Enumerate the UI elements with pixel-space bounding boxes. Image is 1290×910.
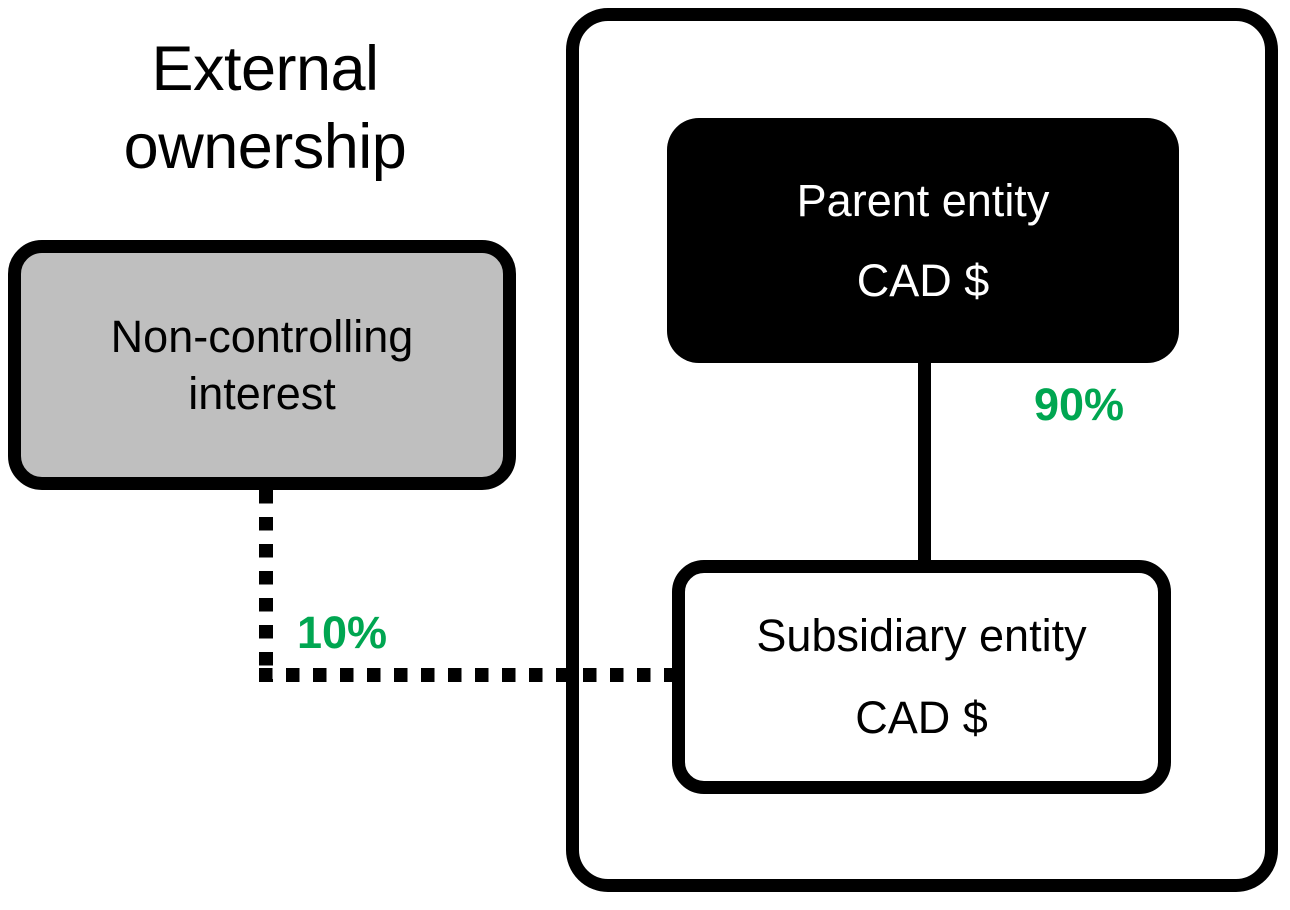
- page-title: External ownership: [123, 34, 407, 182]
- non-controlling-interest-label-line1: Non-controlling: [110, 311, 414, 362]
- connector-parent-to-subsidiary: [918, 358, 931, 566]
- ownership-percent-parent: 90%: [1034, 379, 1125, 430]
- parent-entity-box[interactable]: Parent entity CAD $: [667, 118, 1179, 363]
- non-controlling-interest-label-line2: interest: [188, 368, 336, 419]
- parent-entity-label: Parent entity: [796, 174, 1050, 226]
- subsidiary-entity-currency: CAD $: [855, 692, 988, 743]
- parent-entity-currency: CAD $: [856, 254, 990, 306]
- connector-nci-to-subsidiary-horizontal: [259, 668, 673, 682]
- subsidiary-entity-box[interactable]: Subsidiary entity CAD $: [672, 560, 1171, 794]
- subsidiary-entity-label: Subsidiary entity: [756, 610, 1087, 661]
- ownership-percent-nci: 10%: [297, 607, 388, 658]
- non-controlling-interest-box[interactable]: Non-controlling interest: [8, 240, 516, 490]
- connector-nci-to-subsidiary-vertical: [259, 490, 273, 682]
